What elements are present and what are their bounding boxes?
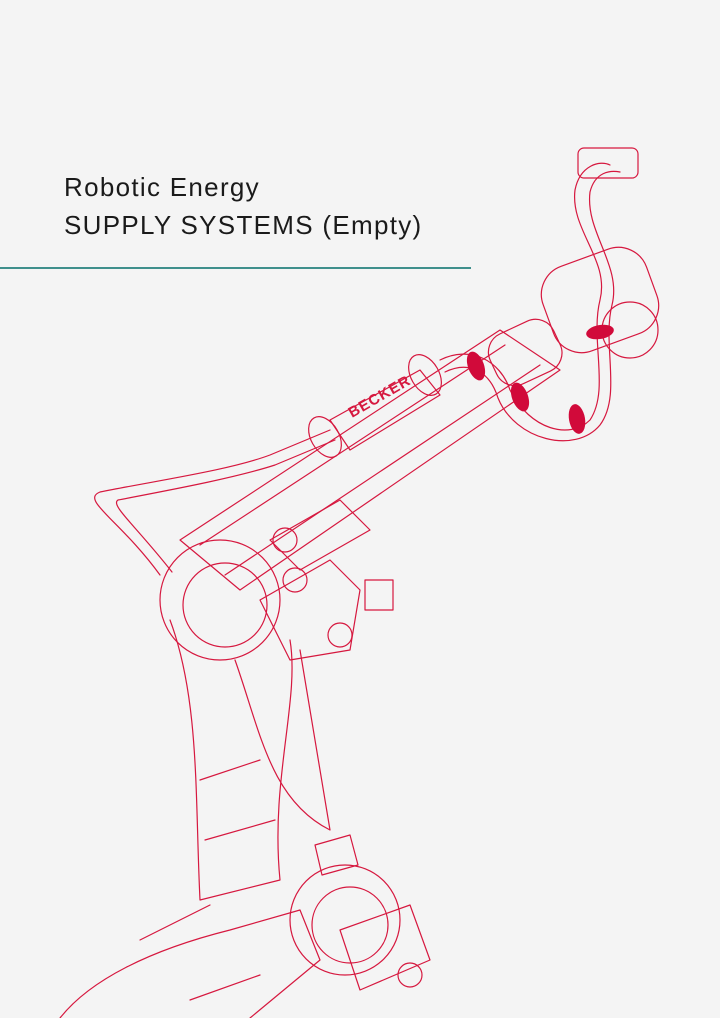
robot-arm bbox=[179, 147, 660, 591]
title-divider bbox=[0, 267, 471, 269]
shoulder-joint bbox=[159, 499, 394, 661]
hose-clamp-bands bbox=[466, 324, 614, 434]
brand-label: BECKER bbox=[346, 372, 415, 421]
lower-arm bbox=[169, 619, 331, 901]
title-line-1: Robotic Energy bbox=[64, 172, 260, 202]
robot-base bbox=[59, 834, 431, 1018]
cover-title: Robotic Energy SUPPLY SYSTEMS (Empty) bbox=[64, 168, 423, 244]
title-line-2: SUPPLY SYSTEMS (Empty) bbox=[64, 210, 423, 240]
hose-supply-line bbox=[94, 162, 621, 576]
